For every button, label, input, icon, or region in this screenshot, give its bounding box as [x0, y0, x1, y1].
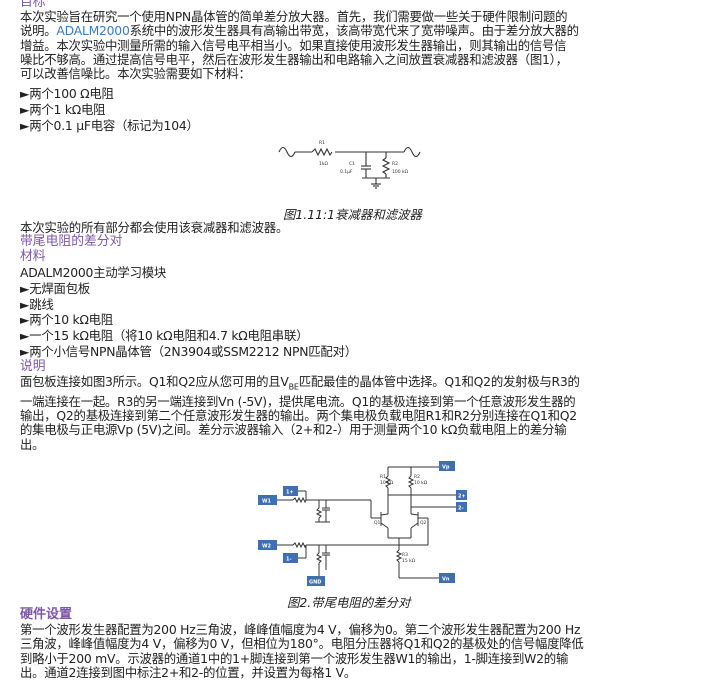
r2-value: 10 kΩ [414, 480, 428, 486]
vp-chip [439, 461, 455, 471]
list-item: ►一个15 kΩ电阻（将10 kΩ电阻和4.7 kΩ电阻串联） [20, 328, 309, 344]
adalm2000-link[interactable]: ADALM2000 [56, 23, 130, 39]
heading-diff-pair: 带尾电阻的差分对 [20, 234, 123, 249]
r2-label: R2 [414, 474, 420, 480]
c1-label: C1 [349, 161, 355, 167]
list-item: ►两个10 kΩ电阻 [20, 312, 113, 328]
r2-resistor [381, 157, 391, 175]
connector-chips [258, 461, 467, 586]
description-line: 一端连接在一起。R3的另一端连接到Vn (-5V)，提供尾电流。Q1的基极连接到… [20, 393, 576, 409]
q2-label: Q2 [420, 520, 427, 526]
w2-chip [258, 540, 277, 550]
two-plus-chip [456, 490, 467, 500]
hardware-line: 到略小于200 mV。示波器的通道1中的1+脚连接到第一个波形发生器W1的输出，… [20, 650, 569, 666]
materials-list-2: ADALM2000主动学习模块 ►无焊面包板 ►跳线 ►两个10 kΩ电阻 ►一… [20, 265, 357, 360]
intro-line: 噪比不够高。通过提高信号电平，然后在波形发生器输出和电路输入之间放置衰减器和滤波… [20, 51, 568, 67]
r3-resistor [395, 549, 403, 563]
list-item: ►两个小信号NPN晶体管（2N3904或SSM2212 NPN匹配对） [20, 343, 357, 359]
description-line: 的集电极与正电源Vp (5V)之间。差分示波器输入（2+和2-）用于测量两个10… [20, 422, 567, 438]
w1-label: W1 [262, 499, 272, 505]
hardware-line: 三角波，峰峰值幅度为4 V，偏移为0 V，但相位为180°。电阻分压器将Q1和Q… [20, 636, 584, 652]
c1-value: 0.1µF [340, 169, 353, 175]
r2-label: R2 [392, 161, 398, 167]
materials-list-1: ►两个100 Ω电阻 ►两个1 kΩ电阻 ►两个0.1 µF电容（标记为104） [20, 86, 199, 134]
intro-line: 说明。ADALM2000系统中的波形发生器具有高输出带宽，该高带宽代来了宽带噪声… [20, 23, 579, 39]
one-plus-chip [283, 486, 298, 496]
gnd-label: GND [309, 580, 321, 586]
description-paragraph: 面包板连接如图3所示。Q1和Q2应从您可用的且VBE匹配最佳的晶体管中选择。Q1… [20, 374, 580, 452]
heading-objective: 目标 [20, 0, 46, 10]
r1-resistor [311, 147, 333, 157]
one-minus-chip [283, 553, 298, 563]
two-minus-chip [456, 502, 467, 512]
r1-resistor [384, 475, 392, 489]
after-figure1-text: 本次实验的所有部分都会使用该衰减器和滤波器。 [20, 220, 289, 235]
figure1-caption: 图1.11:1衰减器和滤波器 [283, 207, 422, 222]
two-plus-label: 2+ [458, 494, 466, 500]
diff-pair-diagram: Vp 2+ 2- W1 1+ W2 1- GND Vn R1 10 kΩ R2 … [258, 461, 467, 586]
list-item: ►两个100 Ω电阻 [20, 86, 114, 101]
w1-chip [258, 495, 277, 505]
vn-label: Vn [442, 577, 450, 583]
gnd-chip [307, 576, 325, 586]
r1-value: 1kΩ [319, 161, 328, 167]
description-line: 输出，Q2的基极连接到第二个任意波形发生器的输出。两个集电极负载电阻R1和R2分… [20, 408, 577, 424]
vp-label: Vp [442, 465, 450, 471]
input-sine-wave [278, 146, 296, 158]
output-sine-wave [403, 146, 421, 158]
attenuator-filter-diagram: R1 1kΩ C1 0.1µF R2 100 kΩ [278, 140, 421, 189]
r3-label: R3 [402, 552, 408, 558]
hardware-line: 出。通道2连接到图中标注2+和2-的位置，并设置为每格1 V。 [20, 664, 357, 680]
hardware-paragraph: 第一个波形发生器配置为200 Hz三角波，峰峰值幅度为4 V，偏移为0。第二个波… [20, 622, 584, 680]
description-line: 面包板连接如图3所示。Q1和Q2应从您可用的且VBE匹配最佳的晶体管中选择。Q1… [20, 374, 580, 392]
r3-value: 15 kΩ [402, 558, 416, 564]
module-text: ADALM2000主动学习模块 [20, 265, 166, 280]
r1-label: R1 [380, 474, 386, 480]
intro-paragraph: 本次实验旨在研究一个使用NPN晶体管的简单差分放大器。首先，我们需要做一些关于硬… [20, 9, 579, 82]
list-item: ►跳线 [20, 296, 54, 312]
intro-line: 可以改善信噪比。本次实验需要如下材料： [20, 66, 251, 82]
intro-line: 增益。本次实验中测量所需的输入信号电平相当小。如果直接使用波形发生器输出，则其输… [20, 37, 567, 53]
w2-label: W2 [262, 544, 272, 550]
r2-value: 100 kΩ [392, 169, 409, 175]
r1-label: R1 [319, 140, 325, 146]
heading-hardware-setup: 硬件设置 [20, 607, 73, 622]
figure2-caption: 图2.带尾电阻的差分对 [287, 595, 411, 610]
intro-line: 本次实验旨在研究一个使用NPN晶体管的简单差分放大器。首先，我们需要做一些关于硬… [20, 9, 568, 24]
r2-resistor [407, 475, 415, 489]
description-line: 出。 [20, 436, 45, 452]
hardware-line: 第一个波形发生器配置为200 Hz三角波，峰峰值幅度为4 V，偏移为0。第二个波… [20, 622, 581, 637]
one-plus-label: 1+ [286, 490, 294, 496]
two-minus-label: 2- [458, 506, 464, 512]
list-item: ►两个1 kΩ电阻 [20, 102, 106, 117]
list-item: ►无焊面包板 [20, 280, 90, 296]
vn-chip [439, 573, 455, 583]
heading-description: 说明 [20, 359, 46, 374]
one-minus-label: 1- [286, 557, 292, 563]
heading-materials: 材料 [20, 249, 46, 264]
list-item: ►两个0.1 µF电容（标记为104） [20, 118, 199, 133]
q1-label: Q1 [374, 520, 381, 526]
r1-value: 10 kΩ [380, 480, 394, 486]
